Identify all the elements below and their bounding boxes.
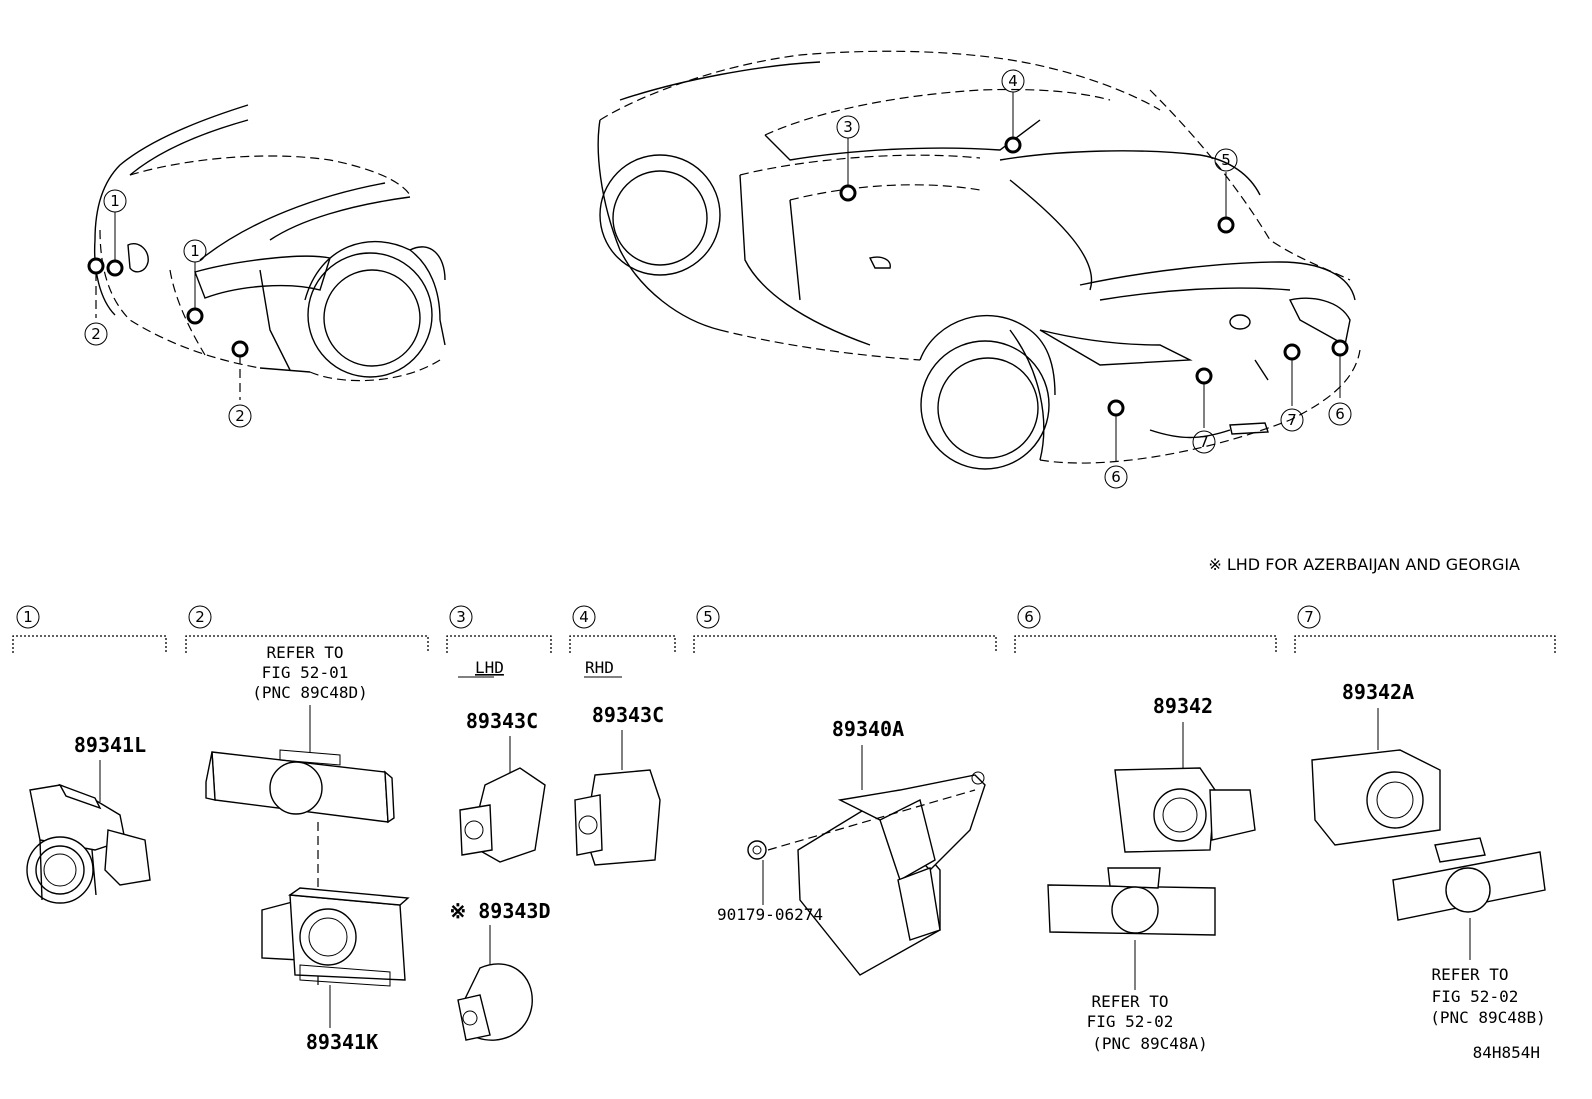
svg-text:FIG 52-01: FIG 52-01 [262, 663, 349, 682]
sensor-retainer-6 [1047, 867, 1216, 936]
part-number-89342A: 89342A [1342, 680, 1414, 704]
section-5-header: 5 [693, 605, 997, 653]
callout-3: 3 [836, 115, 860, 139]
svg-text:5: 5 [703, 608, 713, 626]
section-6-header: 6 [1014, 605, 1277, 653]
part-number-89342: 89342 [1153, 694, 1213, 718]
svg-text:REFER TO: REFER TO [1091, 992, 1168, 1011]
svg-text:(PNC 89C48D): (PNC 89C48D) [252, 683, 368, 702]
section-5: 89340A 90179-06274 [717, 717, 986, 976]
section-6: 89342 REFER TO FIG 52-02 (PNC 89C48A) [1047, 694, 1256, 1053]
section-3: LHD 89343C ※ 89343D [449, 658, 551, 1041]
svg-text:LHD: LHD [475, 658, 504, 677]
section-4-header: 4 [569, 605, 676, 653]
sensor-retainer-7 [1392, 837, 1546, 921]
camera-module-89343D [457, 963, 533, 1041]
front-sensor-markers [87, 212, 249, 400]
part-number-89343C-rhd: 89343C [592, 703, 664, 727]
clip-90179-06274 [747, 840, 767, 860]
callout-4: 4 [1001, 69, 1025, 93]
svg-text:FIG 52-02: FIG 52-02 [1087, 1012, 1174, 1031]
part-number-89340A: 89340A [832, 717, 904, 741]
section-1: 89341L [26, 733, 151, 904]
svg-text:6: 6 [1111, 468, 1121, 486]
part-number-89341K: 89341K [306, 1030, 378, 1054]
part-number-89343C-lhd: 89343C [466, 709, 538, 733]
svg-text:1: 1 [23, 608, 33, 626]
ultrasonic-sensor-89342A [1311, 749, 1441, 846]
svg-text:1: 1 [190, 242, 200, 260]
part-number-89343D: ※ 89343D [449, 899, 550, 923]
section-7-header: 7 [1294, 605, 1556, 653]
callout-1a: 1 [103, 189, 127, 213]
svg-text:1: 1 [110, 192, 120, 210]
svg-text:3: 3 [456, 608, 466, 626]
figure-id: 84H854H [1473, 1043, 1540, 1062]
svg-text:6: 6 [1335, 405, 1345, 423]
callout-5: 5 [1214, 148, 1238, 172]
callout-2b: 2 [228, 404, 252, 428]
section-7: 89342A REFER TO FIG 52-02 (PNC 89C48B) [1311, 680, 1546, 1027]
callout-7a: 7 [1192, 430, 1216, 454]
section-2-header: 2 [185, 605, 429, 653]
part-number-90179-06274: 90179-06274 [717, 905, 823, 924]
svg-text:2: 2 [235, 407, 245, 425]
ultrasonic-sensor-89341K [261, 887, 410, 987]
svg-text:REFER TO: REFER TO [266, 643, 343, 662]
svg-text:7: 7 [1199, 433, 1209, 451]
svg-text:2: 2 [195, 608, 205, 626]
svg-text:RHD: RHD [585, 658, 614, 677]
ultrasonic-sensor-89342 [1114, 767, 1256, 853]
callout-labels: 1 1 2 2 3 4 5 6 6 7 7 [84, 69, 1352, 489]
svg-text:7: 7 [1304, 608, 1314, 626]
svg-text:4: 4 [579, 608, 589, 626]
note-text: ※ LHD FOR AZERBAIJAN AND GEORGIA [1208, 555, 1520, 574]
callout-6b: 6 [1328, 402, 1352, 426]
svg-text:4: 4 [1008, 72, 1018, 90]
svg-text:5: 5 [1221, 151, 1231, 169]
section-4: RHD 89343C [574, 658, 664, 866]
rear-car-view [597, 50, 1361, 470]
callout-2a: 2 [84, 322, 108, 346]
svg-text:3: 3 [843, 118, 853, 136]
control-module-89340A [797, 771, 986, 976]
svg-text:(PNC 89C48A): (PNC 89C48A) [1092, 1034, 1208, 1053]
svg-text:2: 2 [91, 325, 101, 343]
section-2: REFER TO FIG 52-01 (PNC 89C48D) 89341K [205, 643, 410, 1054]
sensor-retainer-bracket [205, 749, 395, 824]
part-number-89341L: 89341L [74, 733, 146, 757]
section-3-header: 3 [446, 605, 552, 653]
front-car-view [93, 104, 446, 382]
callout-1b: 1 [183, 239, 207, 263]
section-headers: 1 2 3 4 5 6 7 [12, 605, 1556, 653]
svg-text:(PNC 89C48B): (PNC 89C48B) [1430, 1008, 1546, 1027]
callout-7b: 7 [1280, 408, 1304, 432]
callout-6a: 6 [1104, 465, 1128, 489]
svg-text:REFER TO: REFER TO [1431, 965, 1508, 984]
rear-sensor-markers [839, 92, 1349, 462]
camera-module-lhd [459, 767, 546, 863]
camera-module-rhd [574, 769, 661, 866]
section-1-header: 1 [12, 605, 167, 653]
svg-text:FIG 52-02: FIG 52-02 [1432, 987, 1519, 1006]
svg-text:6: 6 [1024, 608, 1034, 626]
svg-text:7: 7 [1287, 411, 1297, 429]
ultrasonic-sensor-89341L [26, 783, 151, 904]
